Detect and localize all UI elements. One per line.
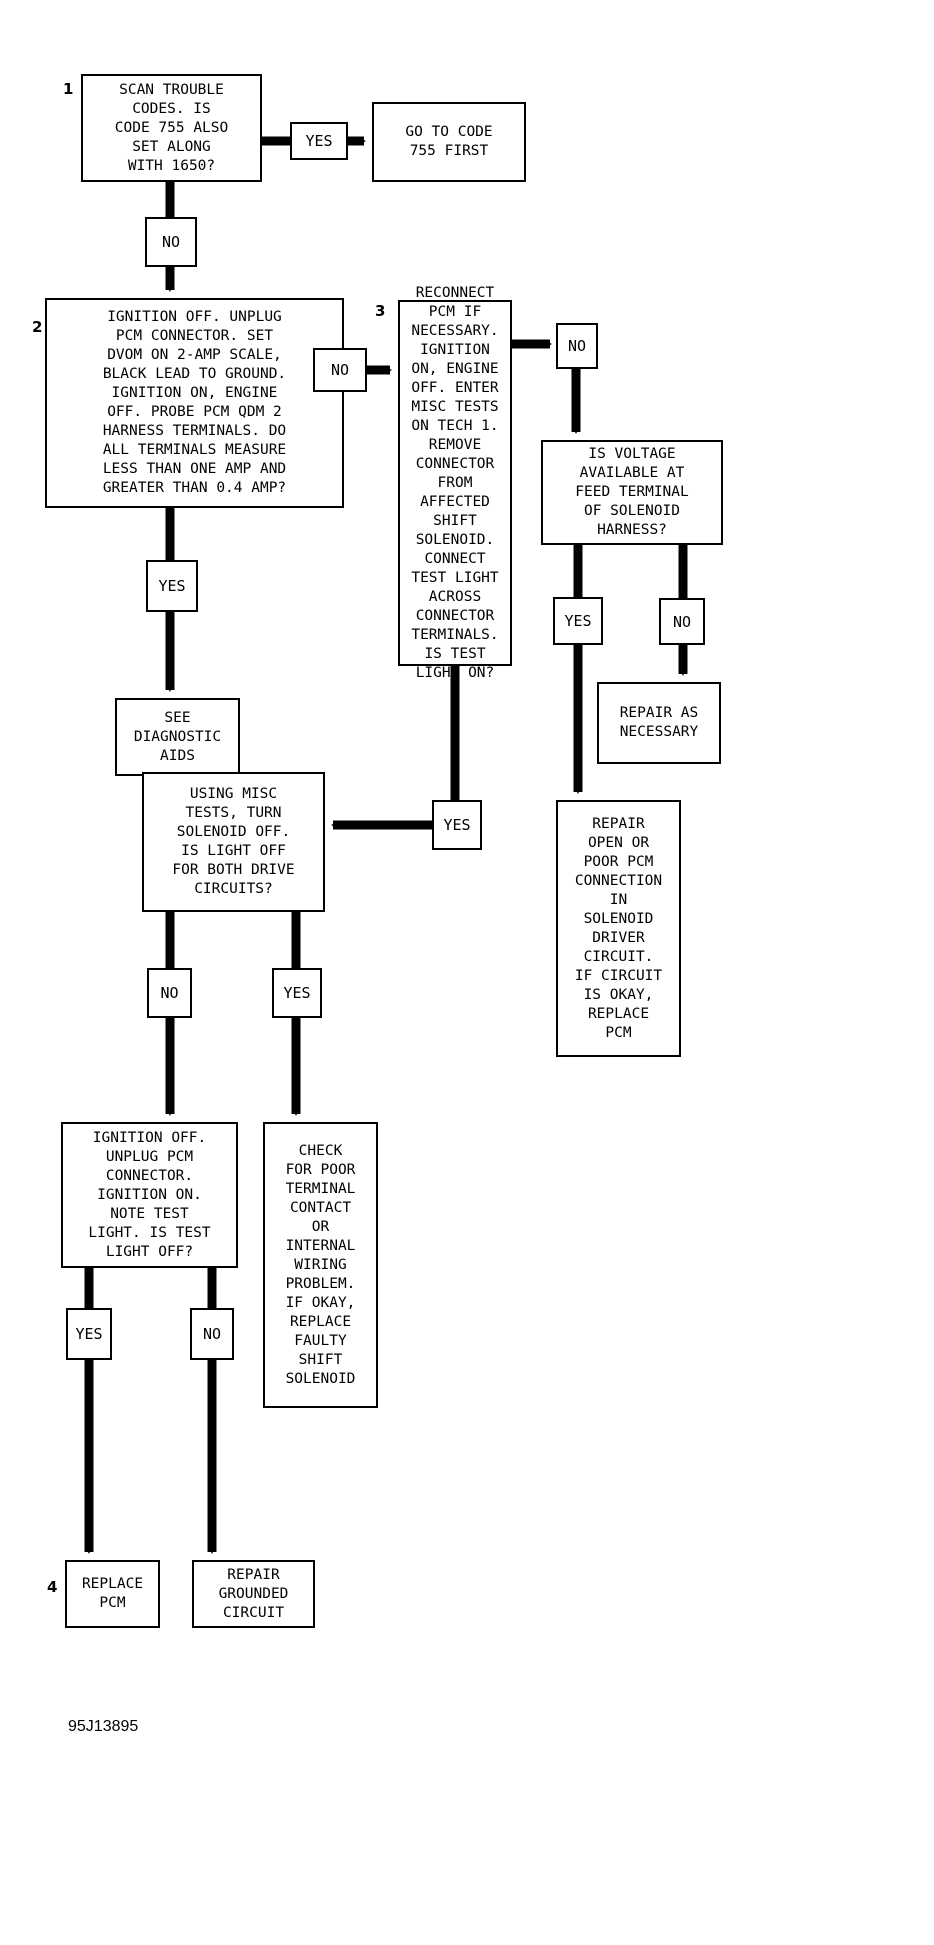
step2-yes-label: YES	[146, 560, 198, 612]
ignition-off-box: IGNITION OFF. UNPLUG PCM CONNECTOR. IGNI…	[61, 1122, 238, 1268]
repair-grounded-box: REPAIR GROUNDED CIRCUIT	[192, 1560, 315, 1628]
voltage-question-box: IS VOLTAGE AVAILABLE AT FEED TERMINAL OF…	[541, 440, 723, 545]
misc-tests-box: USING MISC TESTS, TURN SOLENOID OFF. IS …	[142, 772, 325, 912]
misc-no-label: NO	[147, 968, 192, 1018]
figure-id: 95J13895	[68, 1718, 139, 1735]
step3-no-label: NO	[556, 323, 598, 369]
step3-yes-label: YES	[432, 800, 482, 850]
replace-pcm-box: REPLACE PCM	[65, 1560, 160, 1628]
step-number-2: 2	[32, 318, 43, 336]
voltage-no-label: NO	[659, 598, 705, 645]
diagnostic-aids-box: SEE DIAGNOSTIC AIDS	[115, 698, 240, 776]
step-number-3: 3	[375, 302, 386, 320]
step3-box: RECONNECT PCM IF NECESSARY. IGNITION ON,…	[398, 285, 512, 681]
step-number-4: 4	[47, 1578, 58, 1596]
misc-yes-label: YES	[272, 968, 322, 1018]
repair-open-box: REPAIR OPEN OR POOR PCM CONNECTION IN SO…	[556, 800, 681, 1057]
step1-yes-label: YES	[290, 122, 348, 160]
ign-no-label: NO	[190, 1308, 234, 1360]
ign-yes-label: YES	[66, 1308, 112, 1360]
step1-box: SCAN TROUBLE CODES. IS CODE 755 ALSO SET…	[81, 74, 262, 182]
voltage-yes-label: YES	[553, 597, 603, 645]
step2-box: IGNITION OFF. UNPLUG PCM CONNECTOR. SET …	[45, 298, 344, 508]
step-number-1: 1	[63, 80, 74, 98]
check-poor-box: CHECK FOR POOR TERMINAL CONTACT OR INTER…	[263, 1122, 378, 1408]
repair-as-necessary-box: REPAIR AS NECESSARY	[597, 682, 721, 764]
step2-no-label: NO	[313, 348, 367, 392]
step1-no-label: NO	[145, 217, 197, 267]
goto755-box: GO TO CODE 755 FIRST	[372, 102, 526, 182]
